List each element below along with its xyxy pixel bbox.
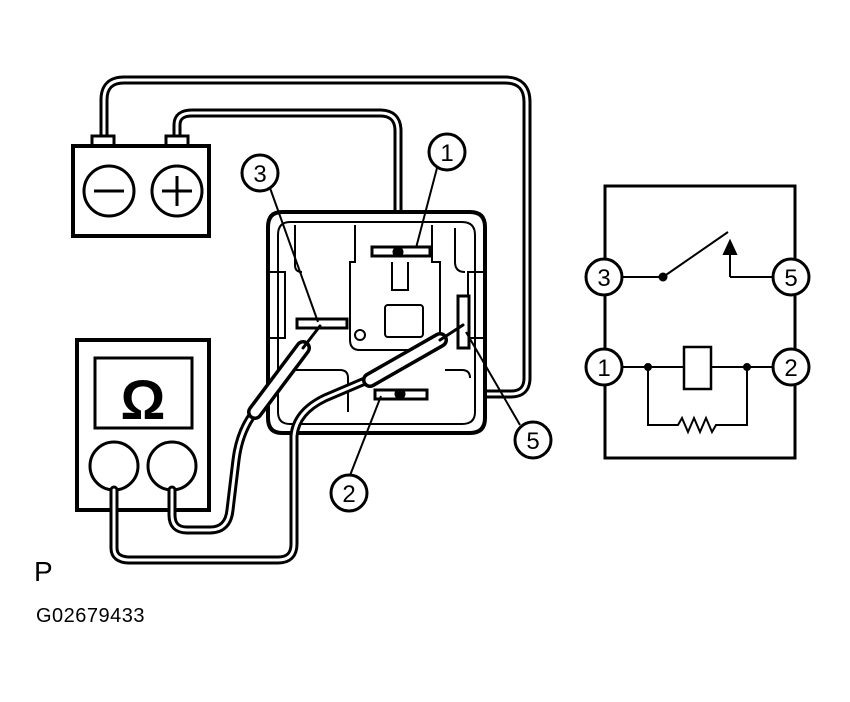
- battery-wires: [99, 75, 532, 399]
- ohmmeter-display: [93, 356, 194, 430]
- svg-text:5: 5: [784, 265, 797, 292]
- callout-1: 1: [427, 132, 467, 172]
- svg-text:5: 5: [526, 428, 539, 455]
- terminal-callouts: [269, 167, 521, 479]
- schematic-terminal-1: 1: [584, 347, 624, 387]
- test-leads: [109, 373, 377, 565]
- battery-negative-terminal: [82, 164, 136, 218]
- probes: [247, 323, 465, 420]
- relay-pins: [295, 245, 471, 401]
- svg-text:3: 3: [253, 161, 266, 188]
- relay-schematic: 3 5 1 2: [584, 184, 811, 460]
- callout-5: 5: [513, 420, 553, 460]
- figure-letter: P: [34, 556, 53, 587]
- svg-text:3: 3: [597, 265, 610, 292]
- svg-text:2: 2: [342, 481, 355, 508]
- relay-coil: [622, 345, 773, 435]
- callout-2: 2: [329, 473, 369, 513]
- battery-positive-terminal: [150, 164, 204, 218]
- schematic-terminal-3: 3: [584, 257, 624, 297]
- relay-pin-5: [456, 294, 471, 350]
- probe-to-terminal-5: [362, 323, 465, 388]
- svg-text:1: 1: [597, 355, 610, 382]
- ohmmeter-jack-left: [88, 440, 140, 492]
- ohm-symbol-icon: Ω: [121, 368, 166, 431]
- ohmmeter: Ω: [75, 338, 211, 512]
- relay-switch: [622, 231, 773, 282]
- ohmmeter-jack-right: [146, 440, 198, 492]
- relay-body: [266, 210, 487, 435]
- probe-to-terminal-3: [247, 324, 322, 420]
- battery: [71, 134, 211, 238]
- callout-3: 3: [240, 153, 280, 193]
- schematic-terminal-5: 5: [771, 257, 811, 297]
- figure-code: G02679433: [36, 605, 146, 627]
- relay-pin-3: [295, 317, 349, 330]
- svg-text:2: 2: [784, 355, 797, 382]
- svg-text:1: 1: [440, 140, 453, 167]
- schematic-terminal-2: 2: [771, 347, 811, 387]
